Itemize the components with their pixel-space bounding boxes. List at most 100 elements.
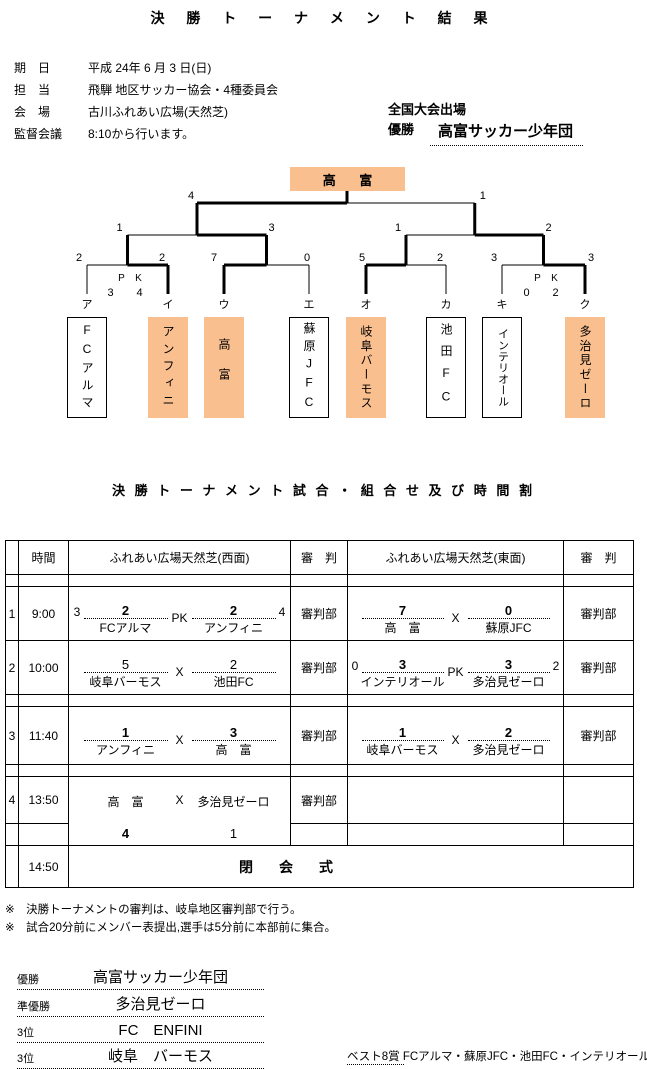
match-team-name: 高 富: [384, 620, 421, 635]
national-tournament-label: 全国大会出場: [388, 102, 467, 117]
spacer-cell: [563, 764, 634, 777]
vs-label: PK: [171, 610, 188, 625]
match-team-name: 岐阜バーモス: [366, 742, 439, 757]
east-ref-cell: 審判部: [563, 586, 634, 641]
team-box-イ: アンフィニ: [148, 317, 188, 418]
team-box-エ: 蘇原JFC: [289, 317, 329, 418]
bracket-pk-label: P: [118, 273, 125, 284]
east-match-cell: [347, 823, 564, 846]
info-value-venue: 古川ふれあい広場(天然芝): [88, 105, 228, 119]
bracket-pk-score: 4: [136, 287, 142, 299]
match-team-name: 池田FC: [213, 674, 254, 689]
east-ref-cell: [563, 823, 634, 846]
schedule-title: 決 勝 ト ー ナ メ ン ト 試 合 ・ 組 合 せ 及 び 時 間 割: [111, 483, 535, 498]
final-score: [168, 826, 192, 841]
info-row-organizer: 担 当 飛騨 地区サッカー協会・4種委員会: [14, 79, 278, 101]
info-value-meeting: 8:10から行います。: [88, 127, 195, 141]
bracket-score: 1: [116, 222, 122, 234]
standings-value: 岐阜 バーモス: [107, 1048, 213, 1065]
bracket-pk-score: 0: [523, 287, 529, 299]
team-box-オ: 岐阜バーモス: [346, 317, 386, 418]
header-no: [5, 540, 19, 575]
bracket-letter: エ: [304, 299, 315, 311]
final-team: 高 富: [107, 795, 144, 809]
team-name: 高富: [217, 337, 231, 398]
spacer-cell: [347, 694, 564, 707]
bracket-score: 2: [159, 252, 165, 264]
east-match-cell: [347, 776, 564, 824]
bracket-score: 5: [359, 252, 365, 264]
match-score: 2: [191, 646, 276, 673]
bracket-score: 1: [480, 190, 486, 202]
bracket-pk-score: 2: [552, 287, 558, 299]
team-name: 岐阜バーモス: [359, 324, 373, 411]
team-name: インテリオール: [496, 328, 509, 407]
spacer-cell: [290, 574, 348, 587]
match-team-name: FCアルマ: [99, 620, 152, 635]
standings-row-third-b: 3位 岐阜 バーモス: [17, 1043, 264, 1069]
spacer-cell: [68, 764, 291, 777]
row-no: 3: [5, 706, 19, 765]
spacer-cell: [18, 694, 69, 707]
match-score: 5: [83, 646, 168, 673]
spacer-cell: [68, 694, 291, 707]
spacer-cell: [347, 764, 564, 777]
info-value-organizer: 飛騨 地区サッカー協会・4種委員会: [88, 83, 279, 97]
row-time: [18, 823, 69, 846]
match-team-name: 蘇原JFC: [485, 620, 532, 635]
info-label-organizer: 担 当: [14, 83, 51, 97]
spacer-cell: [5, 764, 19, 777]
standings-value: 高富サッカー少年団: [92, 969, 228, 986]
row-no: 1: [5, 586, 19, 641]
info-label-meeting: 監督会議: [14, 127, 63, 141]
standings-label: 準優勝: [17, 1001, 50, 1013]
standings-value: 多治見ゼーロ: [115, 996, 206, 1013]
best8-underline: [347, 1064, 404, 1065]
match-score: 2: [83, 592, 168, 619]
bracket-letter: カ: [441, 298, 452, 311]
team-box-ク: 多治見ゼーロ: [565, 317, 605, 418]
row-time: 10:00: [18, 640, 69, 695]
match-score: 7: [361, 592, 444, 619]
champion-value: 高富サッカー少年団: [430, 120, 584, 146]
match-team-name: アンフィニ: [96, 742, 155, 757]
bracket-score: 2: [545, 222, 551, 234]
team-box-カ: 池田FC: [426, 317, 466, 418]
info-label-venue: 会 場: [14, 105, 51, 119]
bracket-score: 0: [304, 252, 310, 264]
team-name: 多治見ゼーロ: [578, 324, 592, 411]
standings: 優勝 高富サッカー少年団 準優勝 多治見ゼーロ 3位 FC ENFINI 3位 …: [17, 962, 264, 1069]
info-row-meeting: 監督会議 8:10から行います。: [14, 123, 278, 145]
spacer-cell: [563, 694, 634, 707]
bracket-champion-box: 高 富: [290, 167, 405, 191]
vs-label: X: [175, 732, 184, 747]
match-team-name: 高 富: [215, 742, 252, 757]
team-box-ウ: 高富: [204, 317, 244, 418]
bracket-score: 3: [491, 252, 497, 264]
info-value-date: 平成 24年 6 月 3 日(日): [88, 61, 212, 75]
final-team: X: [175, 793, 184, 807]
header-west: ふれあい広場天然芝(西面): [68, 540, 291, 575]
closing-cell: 閉 会 式: [68, 845, 634, 888]
standings-label: 3位: [17, 1053, 35, 1065]
spacer-cell: [290, 694, 348, 707]
west-ref-cell: 審判部: [290, 640, 348, 695]
spacer-cell: [347, 574, 564, 587]
west-ref-cell: [290, 823, 348, 846]
pk-score: 2: [552, 658, 560, 673]
final-team: 多治見ゼーロ: [197, 795, 270, 809]
standings-row-third-a: 3位 FC ENFINI: [17, 1017, 264, 1043]
match-score: 3: [361, 646, 444, 673]
bracket-letter: キ: [497, 299, 508, 311]
